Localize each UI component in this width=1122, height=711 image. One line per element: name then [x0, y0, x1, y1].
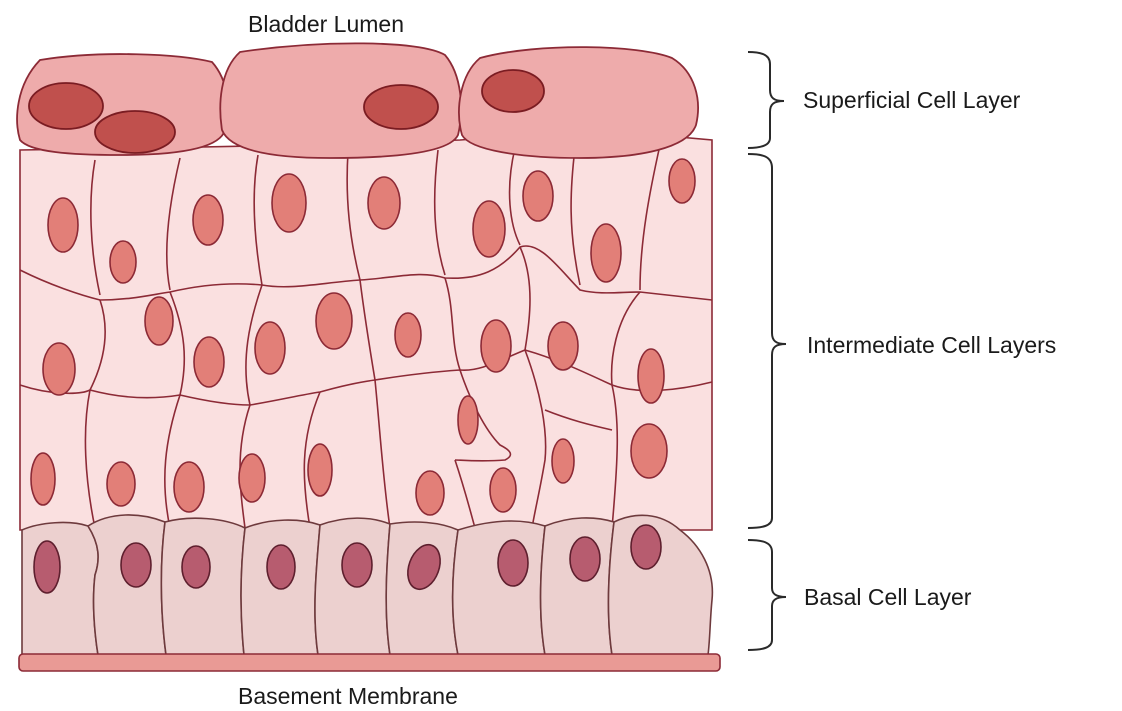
basal-cell — [608, 515, 712, 655]
nucleus — [631, 525, 661, 569]
basement-membrane-label: Basement Membrane — [238, 685, 458, 708]
nucleus — [342, 543, 372, 587]
nucleus — [669, 159, 695, 203]
nucleus — [395, 313, 421, 357]
nucleus — [482, 70, 544, 112]
basal-cell — [88, 515, 166, 655]
basement-membrane — [19, 654, 720, 671]
nucleus — [34, 541, 60, 593]
nucleus — [364, 85, 438, 129]
nucleus — [239, 454, 265, 502]
nucleus — [272, 174, 306, 232]
nucleus — [194, 337, 224, 387]
nucleus — [267, 545, 295, 589]
layer-braces — [748, 52, 786, 650]
nucleus — [316, 293, 352, 349]
nucleus — [570, 537, 600, 581]
nucleus — [481, 320, 511, 372]
basal-layer-label: Basal Cell Layer — [804, 586, 971, 609]
nucleus — [416, 471, 444, 515]
nucleus — [193, 195, 223, 245]
nucleus — [368, 177, 400, 229]
intermediate-cell-layers — [20, 130, 712, 530]
basal-cell-layer — [22, 515, 712, 655]
nucleus — [523, 171, 553, 221]
nucleus — [548, 322, 578, 370]
basal-brace — [748, 540, 786, 650]
intermediate-layer-label: Intermediate Cell Layers — [807, 334, 1056, 357]
nucleus — [48, 198, 78, 252]
basal-cell — [453, 521, 545, 655]
nucleus — [490, 468, 516, 512]
nucleus — [174, 462, 204, 512]
nucleus — [458, 396, 478, 444]
superficial-cell-layer — [17, 43, 698, 158]
basal-cell — [22, 523, 98, 655]
nucleus — [498, 540, 528, 586]
nucleus — [631, 424, 667, 478]
nucleus — [182, 546, 210, 588]
superficial-layer-label: Superficial Cell Layer — [803, 89, 1020, 112]
nucleus — [552, 439, 574, 483]
nucleus — [308, 444, 332, 496]
nucleus — [110, 241, 136, 283]
bladder-lumen-label: Bladder Lumen — [248, 13, 404, 36]
superficial-brace — [748, 52, 784, 148]
nucleus — [145, 297, 173, 345]
nucleus — [255, 322, 285, 374]
basal-cell — [161, 518, 245, 655]
nucleus — [29, 83, 103, 129]
intermediate-brace — [748, 154, 786, 528]
nucleus — [121, 543, 151, 587]
nucleus — [43, 343, 75, 395]
nucleus — [107, 462, 135, 506]
basal-cell — [540, 518, 614, 655]
nucleus — [638, 349, 664, 403]
nucleus — [473, 201, 505, 257]
nucleus — [95, 111, 175, 153]
nucleus — [31, 453, 55, 505]
nucleus — [591, 224, 621, 282]
